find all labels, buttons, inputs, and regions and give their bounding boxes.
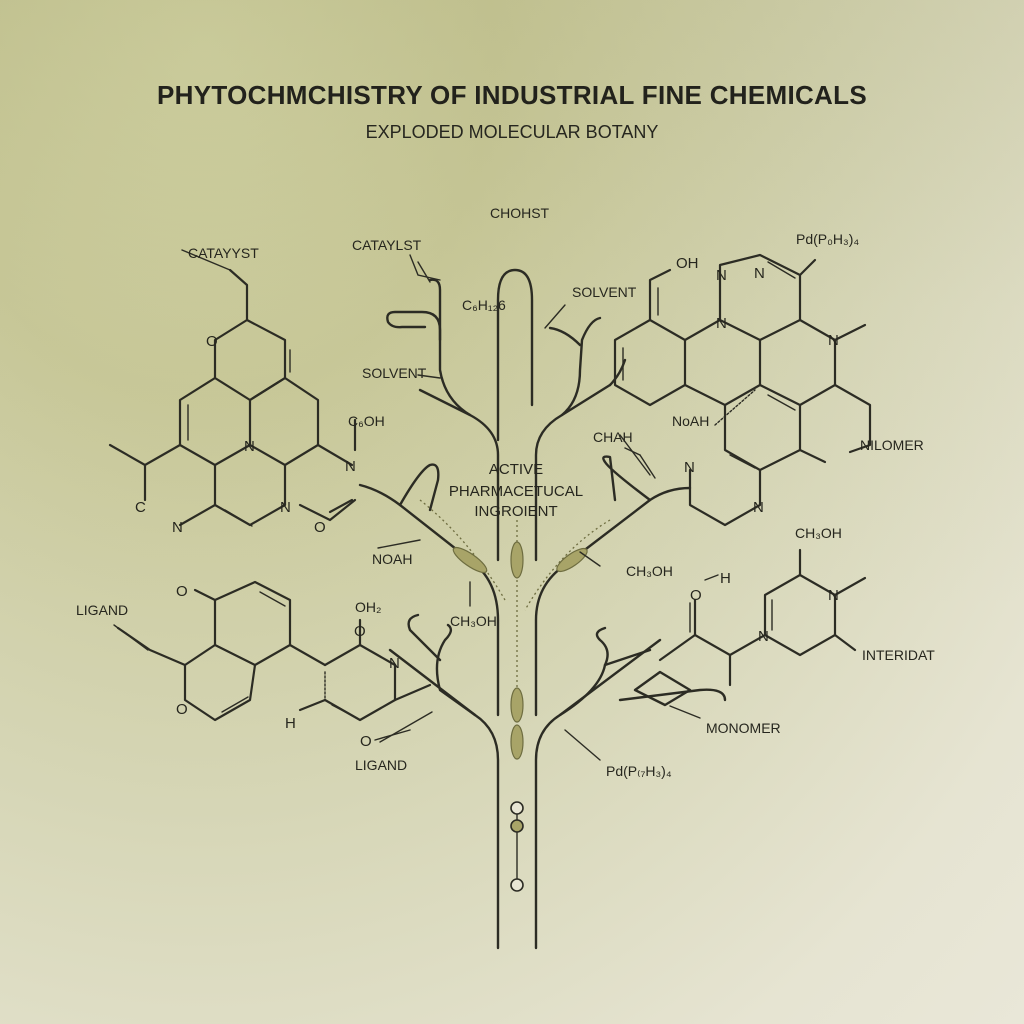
label-solvent-left: SOLVENT <box>362 365 427 381</box>
label-noah-left: NOAH <box>372 551 412 567</box>
label-pd-top: Pd(P₀H₃)₄ <box>796 231 859 247</box>
atom-n: N <box>828 587 839 604</box>
label-h-right: H <box>720 570 731 587</box>
label-interidat: INTERIDAT <box>862 647 935 663</box>
label-nilomer: NILOMER <box>860 437 924 453</box>
label-solvent-top: SOLVENT <box>572 284 637 300</box>
atom-n: N <box>172 519 183 536</box>
atom-n: N <box>244 438 255 455</box>
label-c6h12-6: C₆H₁₂6 <box>462 297 506 313</box>
atom-o: O <box>354 623 366 640</box>
label-catalyst: CATAYLST <box>352 237 422 253</box>
label-o: O <box>690 587 702 604</box>
label-ch3oh-center: CH₃OH <box>450 613 497 629</box>
label-oh-top: OH <box>676 255 699 272</box>
atom-n: N <box>280 499 291 516</box>
molecule-upper-right <box>613 253 872 527</box>
label-monomer: MONOMER <box>706 720 781 736</box>
center-label-line-3: INGROIENT <box>474 503 557 520</box>
page-subtitle: EXPLODED MOLECULAR BOTANY <box>365 122 659 142</box>
molecule-lower-left <box>116 580 432 741</box>
annotation-labels: CHOHST CATAYYST CATAYLST C₆H₁₂6 SOLVENT … <box>76 205 935 779</box>
molecule-upper-left <box>108 249 357 527</box>
label-oh2: OH₂ <box>355 599 381 615</box>
label-noah-right: NoAH <box>672 413 709 429</box>
label-chah: CHAH <box>593 429 633 445</box>
center-label-line-2: PHARMACETUCAL <box>449 483 583 500</box>
molecule-lower-right <box>658 548 867 687</box>
atom-labels: O N N N O C N N N N N N N O O O N O N N <box>135 265 839 750</box>
atom-n: N <box>684 459 695 476</box>
leader-lines <box>113 254 701 761</box>
atom-o: O <box>206 333 218 350</box>
atom-o: O <box>176 701 188 718</box>
atom-n: N <box>716 315 727 332</box>
label-ch3oh-far: CH₃OH <box>795 525 842 541</box>
center-label-line-1: ACTIVE <box>489 461 543 478</box>
label-ch3oh-right: CH₃OH <box>626 563 673 579</box>
label-chohst: CHOHST <box>490 205 550 221</box>
atom-c: C <box>135 499 146 516</box>
sap-vein <box>419 499 611 892</box>
atom-n: N <box>716 267 727 284</box>
label-c6oh: C₆OH <box>348 413 385 429</box>
label-ligand-bottom: LIGAND <box>355 757 407 773</box>
upper-canopy <box>386 278 627 417</box>
label-h-left: H <box>285 715 296 732</box>
label-catayyst: CATAYYST <box>188 245 259 261</box>
atom-n: N <box>345 458 356 475</box>
label-pd-bottom: Pd(P₍₇H₃)₄ <box>606 763 672 779</box>
atom-n: N <box>754 265 765 282</box>
atom-n: N <box>389 655 400 672</box>
lower-branches <box>398 455 727 717</box>
atom-o: O <box>360 733 372 750</box>
atom-n: N <box>758 628 769 645</box>
atom-o: O <box>176 583 188 600</box>
label-ligand-left: LIGAND <box>76 602 128 618</box>
page-title: PHYTOCHMCHISTRY OF INDUSTRIAL FINE CHEMI… <box>157 80 867 110</box>
atom-n: N <box>753 499 764 516</box>
atom-o: O <box>314 519 326 536</box>
atom-n: N <box>828 332 839 349</box>
